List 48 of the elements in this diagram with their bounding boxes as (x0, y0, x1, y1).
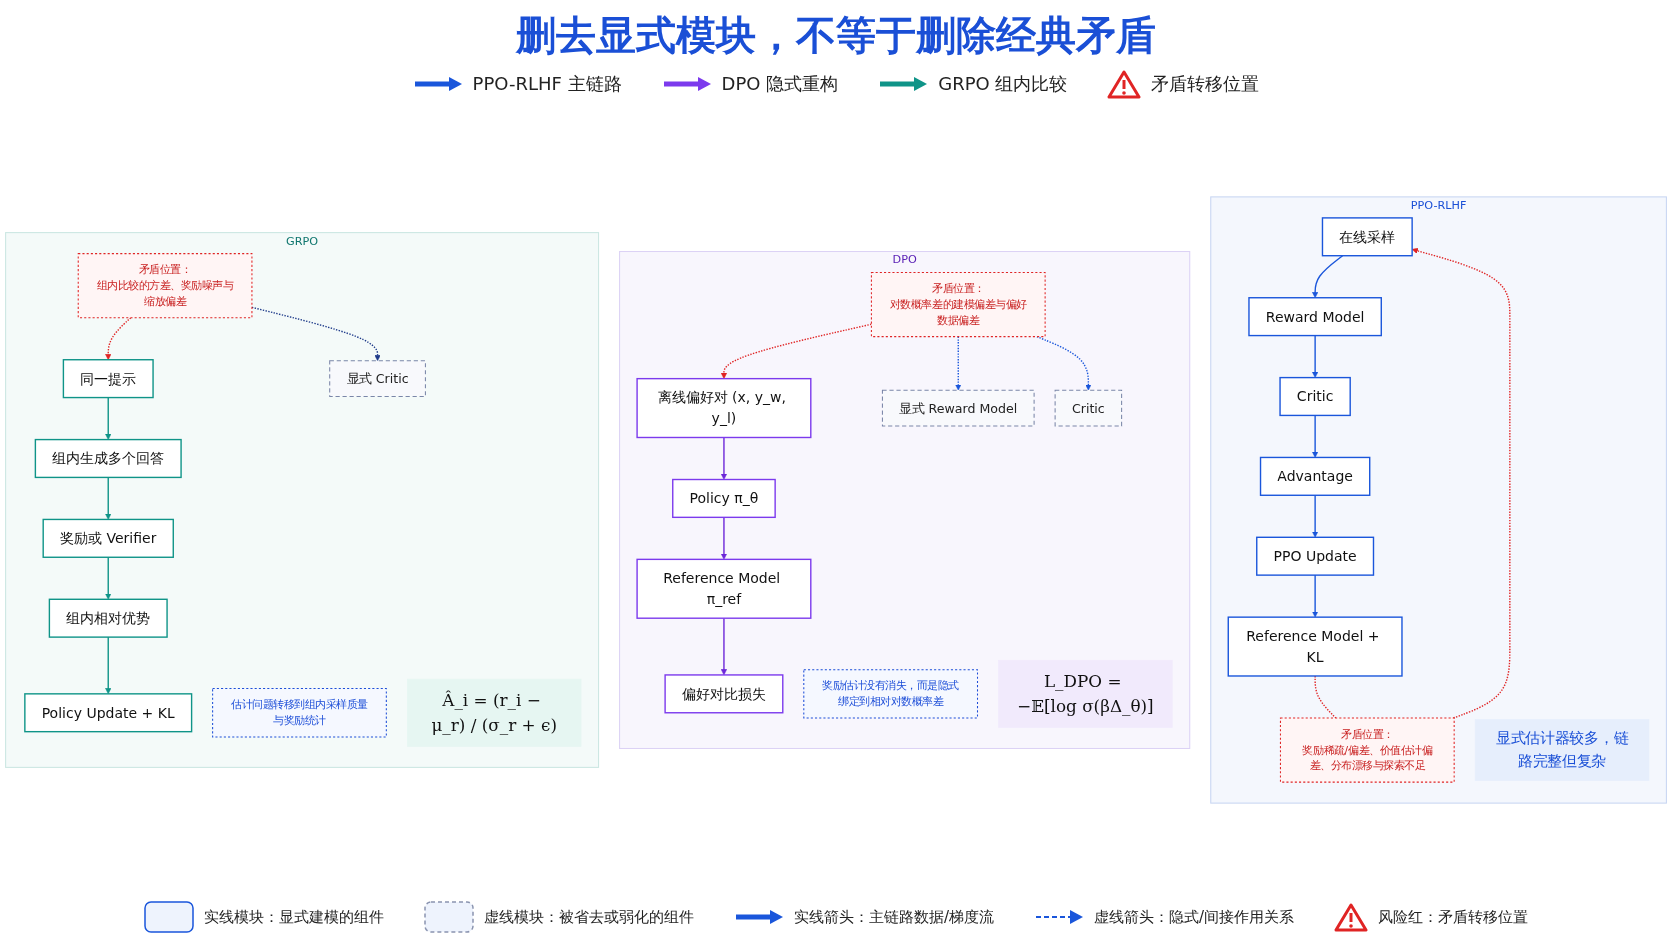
node-box: Critic (1279, 376, 1351, 417)
node-box: 估计问题转移到组内采样质量与奖励统计 (212, 688, 387, 738)
arrow (251, 306, 381, 362)
node-box: 矛盾位置： 组内比较的方差、奖励噪声与缩放偏差 (77, 253, 253, 319)
node-box: 组内生成多个回答 (34, 438, 182, 479)
node-box: 奖励估计没有消失，而是隐式绑定到相对对数概率差 (803, 669, 979, 719)
node-box: 偏好对比损失 (664, 674, 784, 714)
arrow (720, 436, 728, 480)
arrow (1312, 494, 1319, 538)
node-box: 组内相对优势 (48, 598, 168, 638)
legend-text: 实线模块：显式建模的组件 (203, 907, 384, 927)
legend-text: 矛盾转移位置 (1151, 72, 1260, 96)
node-box: 在线采样 (1321, 217, 1413, 257)
arrow (105, 556, 112, 600)
arrow (1312, 334, 1319, 378)
arrow (105, 396, 112, 440)
node-box: PPO Update (1256, 536, 1375, 576)
arrow (105, 317, 132, 360)
legend-text: 风险红：矛盾转移位置 (1378, 907, 1529, 927)
node-box: Reference Model + KL (1227, 616, 1403, 677)
node-box: Policy π_θ (672, 478, 776, 519)
node-box: Reward Model (1248, 297, 1382, 337)
node-box: 离线偏好对 (x, y_w, y_l) (636, 377, 812, 439)
legend-text: 虚线模块：被省去或弱化的组件 (483, 907, 694, 927)
node-box: 矛盾位置： 奖励稀疏/偏差、价值估计偏差、分布漂移与探索不足 (1279, 717, 1455, 783)
node-box: Reference Model π_ref (636, 558, 812, 619)
legend-text: 虚线箭头：隐式/间接作用关系 (1094, 907, 1295, 927)
arrow (1036, 335, 1092, 391)
node-box: 奖励或 Verifier (42, 518, 174, 558)
node-box: Advantage (1259, 456, 1371, 496)
node-box: Critic (1054, 389, 1123, 427)
arrow (1312, 255, 1344, 299)
node-box: 显式 Critic (329, 360, 426, 398)
arrow (720, 617, 728, 676)
node-box: 显式 Reward Model (881, 389, 1035, 427)
arrow (105, 476, 112, 520)
node-box: Policy Update + KL (24, 693, 193, 733)
title: 删去显式模块，不等于删除经典矛盾 (516, 11, 1156, 60)
node-box: 同一提示 (62, 359, 154, 399)
arrow (105, 636, 112, 695)
legend-text: GRPO 组内比较 (938, 72, 1068, 96)
legend-text: PPO-RLHF 主链路 (472, 72, 622, 96)
arrow (1312, 414, 1319, 458)
legend-text: 实线箭头：主链路数据/梯度流 (793, 907, 994, 927)
arrow (720, 516, 728, 560)
node-box: 矛盾位置： 对数概率差的建模偏差与偏好数据偏差 (870, 272, 1046, 338)
arrow (1312, 574, 1319, 618)
legend-text: DPO 隐式重构 (721, 72, 839, 96)
